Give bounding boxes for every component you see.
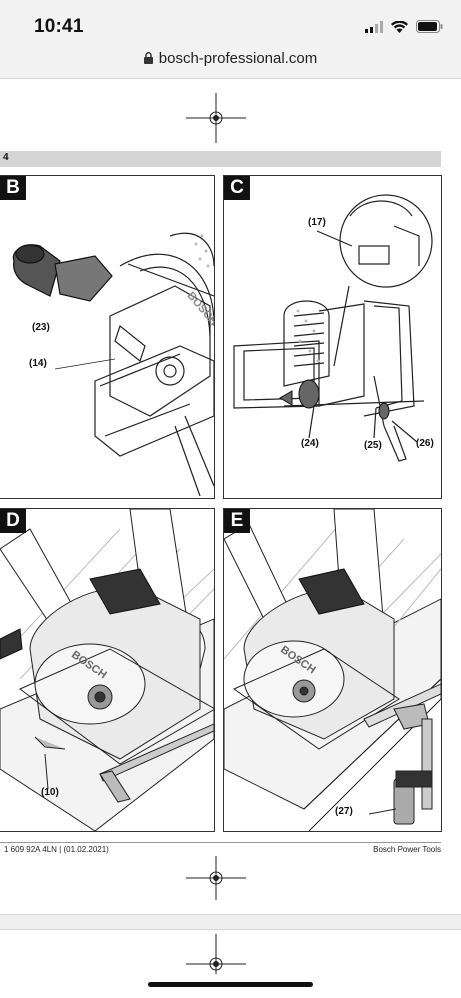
illustration-cutting-with-guide: BOSCH xyxy=(0,509,214,831)
callout-label: (26) xyxy=(416,438,434,449)
url-display[interactable]: bosch-professional.com xyxy=(0,50,461,68)
publisher-label: Bosch Power Tools xyxy=(373,845,441,854)
page-header-bar: 4 xyxy=(0,151,441,167)
address-bar[interactable]: bosch-professional.com xyxy=(0,44,461,79)
figure-panel-b: BOSCH B (23) (14) xyxy=(0,175,215,499)
panel-letter: C xyxy=(224,176,250,200)
callout-label: (14) xyxy=(29,358,47,369)
figure-panel-d: BOSCH D (10) xyxy=(0,508,215,832)
callout-label: (23) xyxy=(32,322,50,333)
callout-label: (25) xyxy=(364,440,382,451)
lock-icon xyxy=(143,51,153,68)
status-time: 10:41 xyxy=(34,16,84,37)
callout-label: (10) xyxy=(41,787,59,798)
panel-letter: B xyxy=(0,176,26,200)
figure-panel-e: BOSCH E (27) xyxy=(223,508,442,832)
registration-mark-icon xyxy=(186,856,246,900)
wifi-icon xyxy=(391,20,408,38)
illustration-blade-adjust xyxy=(233,194,433,462)
signal-icon xyxy=(365,20,383,38)
panel-letter: E xyxy=(224,509,250,533)
document-id: 1 609 92A 4LN | (01.02.2021) xyxy=(4,845,109,854)
url-text: bosch-professional.com xyxy=(158,50,318,67)
page-number: 4 xyxy=(3,152,9,163)
status-icons xyxy=(365,20,443,38)
page-separator xyxy=(0,914,461,930)
status-bar: 10:41 xyxy=(0,0,461,44)
illustration-dust-adapter: BOSCH xyxy=(12,232,214,497)
battery-icon xyxy=(416,20,443,38)
callout-label: (24) xyxy=(301,438,319,449)
registration-mark-icon xyxy=(186,934,246,974)
callout-label: (17) xyxy=(308,217,326,228)
home-indicator[interactable] xyxy=(148,982,313,987)
panel-letter: D xyxy=(0,509,26,533)
figure-panel-c: C (17) (24) (25) (26) xyxy=(223,175,442,499)
illustration-cutting-with-clamp: BOSCH xyxy=(224,509,441,831)
footer-divider xyxy=(0,842,441,843)
registration-mark-icon xyxy=(186,93,246,143)
callout-label: (27) xyxy=(335,806,353,817)
